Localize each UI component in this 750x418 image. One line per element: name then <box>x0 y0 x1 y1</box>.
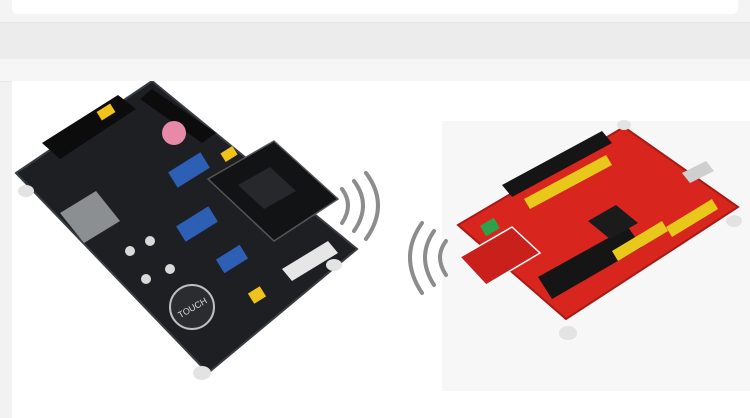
standoff-3 <box>326 259 342 271</box>
mid-band <box>0 59 750 82</box>
jumper-2 <box>220 146 238 162</box>
right-board <box>456 120 742 340</box>
right-header-bottom <box>538 227 642 299</box>
blue-header-3 <box>215 244 249 274</box>
photo-svg: TOUCH <box>14 81 750 391</box>
standoff-4 <box>559 326 577 340</box>
button-1 <box>125 246 135 256</box>
green-terminal <box>480 217 500 237</box>
jumper-3 <box>247 286 267 304</box>
usb-port <box>682 161 714 183</box>
wireless-waves-icon-left <box>340 171 380 241</box>
left-board: TOUCH <box>14 81 359 380</box>
left-header-right <box>140 89 216 143</box>
sd-slot <box>60 191 120 243</box>
jumper-1 <box>96 103 116 121</box>
right-header-top <box>502 131 612 197</box>
standoff-5 <box>726 215 742 227</box>
top-band <box>0 0 750 23</box>
button-2 <box>145 236 155 246</box>
section-gap <box>0 23 750 59</box>
standoff-6 <box>617 120 631 130</box>
right-chip <box>588 205 638 239</box>
blue-header-2 <box>176 206 218 242</box>
touch-pad <box>169 284 215 330</box>
module-chip <box>238 167 296 209</box>
product-photo: TOUCH <box>12 81 750 418</box>
standoff-2 <box>193 366 211 380</box>
white-connector <box>282 241 338 281</box>
yellow-pins-2 <box>612 221 668 261</box>
yellow-pins-3 <box>666 199 718 237</box>
standoff-1 <box>18 185 34 197</box>
right-wireless-module <box>458 226 542 286</box>
top-band-card <box>12 0 738 14</box>
button-4 <box>165 264 175 274</box>
wireless-waves-icon-right <box>408 221 448 295</box>
button-3 <box>141 274 151 284</box>
yellow-pins-1 <box>524 155 612 209</box>
buzzer <box>162 121 186 145</box>
blue-header-1 <box>168 152 210 188</box>
